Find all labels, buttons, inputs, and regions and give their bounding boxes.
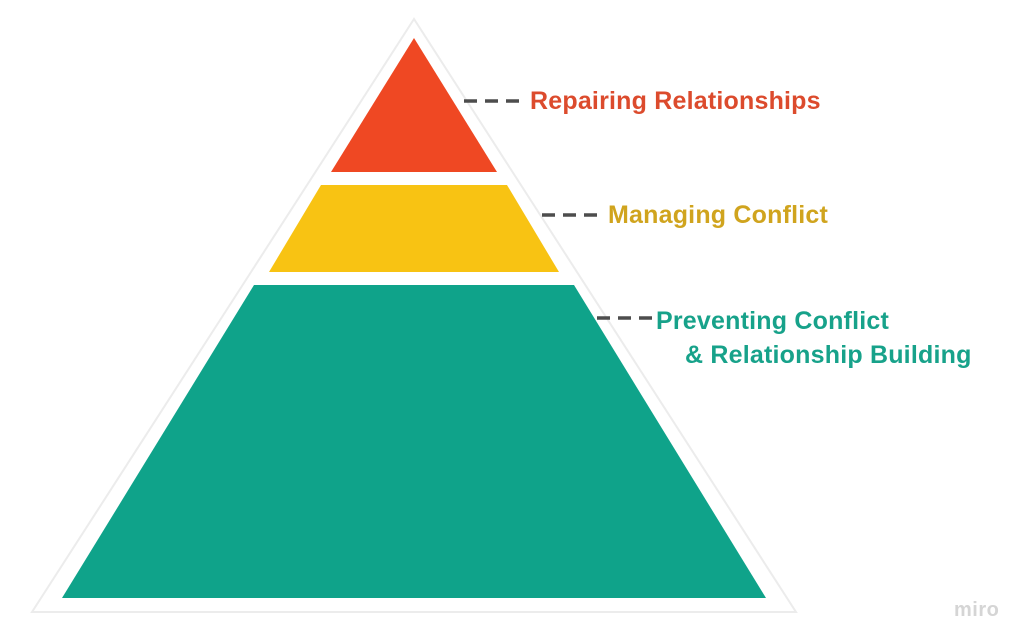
label-managing-conflict: Managing Conflict (608, 201, 829, 229)
label-preventing-conflict-line1: Preventing Conflict (656, 307, 889, 335)
label-preventing-conflict: Preventing Conflict & Relationship Build… (656, 304, 972, 372)
miro-watermark: miro (954, 599, 1000, 621)
label-repairing-relationships: Repairing Relationships (530, 87, 821, 115)
pyramid-level-bottom (62, 285, 766, 598)
pyramid-level-middle (269, 185, 559, 272)
label-preventing-conflict-line2: & Relationship Building (685, 341, 972, 369)
pyramid-level-top (331, 38, 497, 172)
